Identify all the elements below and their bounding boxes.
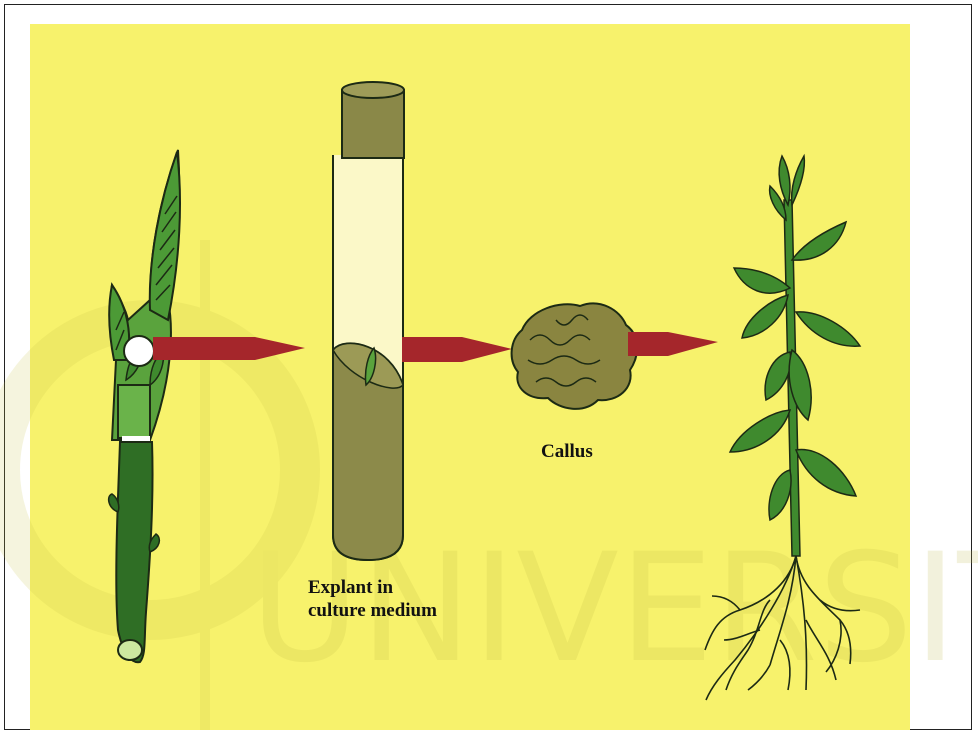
explant-label-line2: culture medium: [308, 599, 437, 622]
explant-label-line1: Explant in: [308, 576, 437, 599]
callus-label: Callus: [541, 440, 593, 463]
callus-icon: [512, 303, 637, 408]
test-tube-icon: [333, 82, 404, 560]
explant-label: Explant in culture medium: [308, 576, 437, 622]
